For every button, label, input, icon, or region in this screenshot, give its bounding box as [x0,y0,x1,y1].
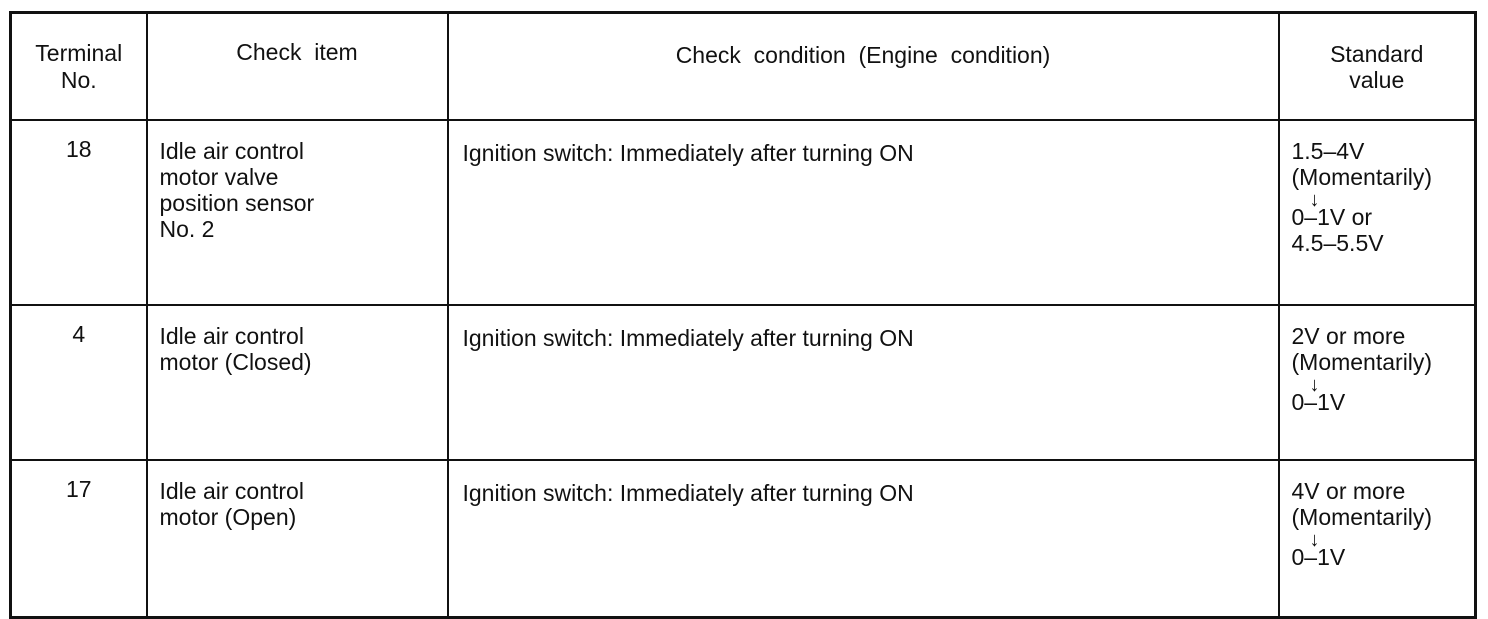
terminal-no: 17 [65,476,92,502]
check-condition-text: Ignition switch: Immediately after turni… [462,480,914,506]
header-check-condition: Check condition (Engine condition) [446,11,1280,121]
table-body: 18 Idle air control motor valve position… [9,119,1477,619]
standard-value-cell: 1.5–4V (Momentarily) ↓ 0–1V or 4.5–5.5V [1277,119,1477,306]
check-item-cell: Idle air control motor (Open) [145,459,449,619]
header-row: Terminal No. Check item Check condition … [9,11,1477,121]
document-page: Terminal No. Check item Check condition … [9,11,1477,619]
check-item-line: Idle air control [159,138,304,164]
header-standard-line-2: value [1349,66,1405,93]
check-condition-text: Ignition switch: Immediately after turni… [462,140,914,166]
check-condition-cell: Ignition switch: Immediately after turni… [446,459,1280,619]
check-item-cell: Idle air control motor (Closed) [145,304,449,461]
check-item-line: motor (Open) [159,504,297,530]
standard-value-after: 0–1V or [1291,204,1373,230]
check-item-line: Idle air control [159,323,304,349]
check-condition-cell: Ignition switch: Immediately after turni… [446,304,1280,461]
standard-value-before: (Momentarily) [1291,504,1433,530]
check-item-line: Idle air control [159,478,304,504]
check-condition-cell: Ignition switch: Immediately after turni… [446,119,1280,306]
terminal-no-cell: 4 [9,304,148,461]
header-check-item: Check item [145,11,449,121]
check-item-line: motor (Closed) [159,349,312,375]
header-standard-line-1: Standard [1330,40,1424,67]
down-arrow-icon: ↓ [1309,189,1320,211]
check-item-line: position sensor [159,190,315,216]
check-item-line: No. 2 [159,216,215,242]
down-arrow-icon: ↓ [1309,529,1320,551]
terminal-no-cell: 17 [9,459,148,619]
terminal-no: 4 [72,321,86,347]
standard-value-before: (Momentarily) [1291,349,1433,375]
header-standard-value: Standard value [1277,11,1477,121]
standard-value-before: (Momentarily) [1291,164,1433,190]
standard-value-before: 4V or more [1291,478,1406,504]
header-terminal-no: Terminal No. [9,11,148,121]
header-terminal-line-2: No. [60,66,97,93]
check-condition-text: Ignition switch: Immediately after turni… [462,325,914,351]
terminal-no-cell: 18 [9,119,148,306]
standard-value-after: 4.5–5.5V [1291,230,1384,256]
standard-value-after: 0–1V [1291,389,1346,415]
inspection-table: Terminal No. Check item Check condition … [9,11,1477,619]
check-item-line: motor valve [159,164,279,190]
standard-value-cell: 2V or more (Momentarily) ↓ 0–1V [1277,304,1477,461]
standard-value-before: 1.5–4V [1291,138,1365,164]
table-row: 18 Idle air control motor valve position… [9,119,1477,306]
table-header: Terminal No. Check item Check condition … [9,11,1477,121]
standard-value-cell: 4V or more (Momentarily) ↓ 0–1V [1277,459,1477,619]
table-row: 17 Idle air control motor (Open) Ignitio… [9,459,1477,619]
table-row: 4 Idle air control motor (Closed) Igniti… [9,304,1477,461]
check-item-cell: Idle air control motor valve position se… [145,119,449,306]
standard-value-before: 2V or more [1291,323,1406,349]
header-check-condition-text: Check condition (Engine condition) [675,41,1051,68]
header-terminal-line-1: Terminal [35,39,123,66]
header-check-item-text: Check item [236,38,358,65]
terminal-no: 18 [65,136,92,162]
down-arrow-icon: ↓ [1309,374,1320,396]
